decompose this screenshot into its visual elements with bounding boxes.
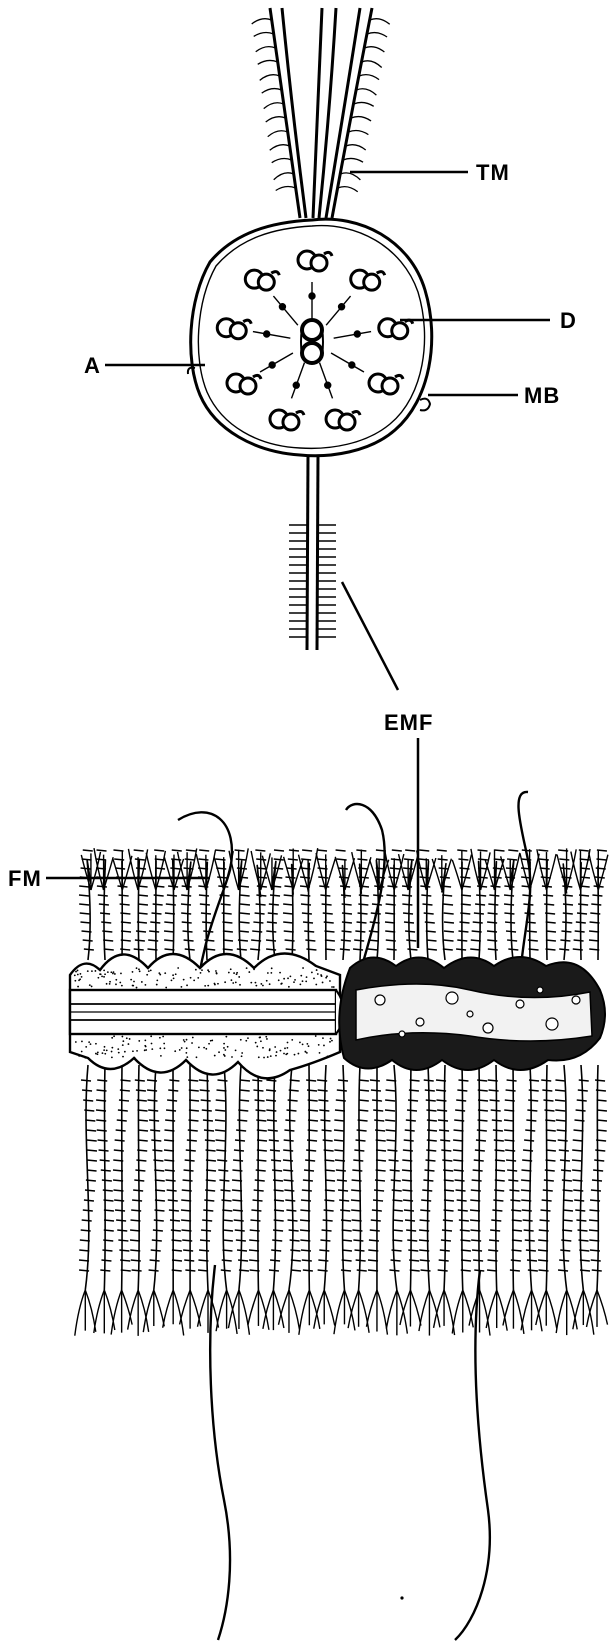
label-fm: FM (8, 866, 42, 891)
central-tubule-top (302, 320, 322, 340)
axoneme-cross-section (188, 219, 432, 456)
label-emf: EMF (384, 710, 433, 735)
label-tm: TM (476, 160, 510, 185)
label-d: D (560, 308, 577, 333)
long-flagellar-mastigonemes (178, 792, 530, 1640)
label-a: A (84, 353, 101, 378)
emf-leader-1 (342, 582, 398, 690)
flagellar-axis (70, 953, 605, 1078)
central-tubule-bottom (302, 343, 322, 363)
stem-hairs (289, 525, 336, 637)
label-mb: MB (524, 383, 560, 408)
flagellar-stem (307, 455, 318, 650)
